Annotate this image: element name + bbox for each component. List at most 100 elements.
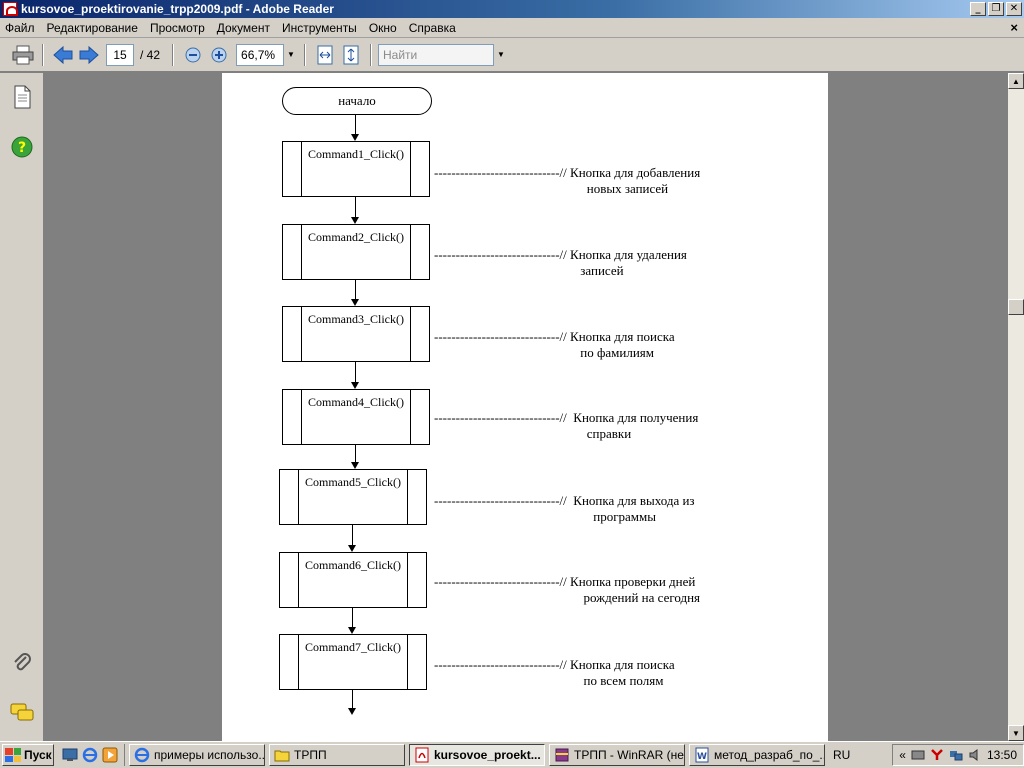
flowchart-arrowhead [348, 545, 356, 552]
media-player-icon[interactable] [102, 747, 118, 763]
pdf-icon [415, 747, 429, 763]
flowchart-arrowhead [348, 627, 356, 634]
window-title: kursovoe_proektirovanie_trpp2009.pdf - A… [21, 2, 334, 16]
flowchart-arrowhead [348, 708, 356, 715]
flowchart-node-label: Command7_Click() [298, 635, 408, 689]
svg-text:?: ? [18, 140, 26, 156]
fit-page-button[interactable] [338, 43, 364, 67]
page-number-input[interactable]: 15 [106, 43, 134, 66]
comments-icon[interactable] [10, 701, 34, 725]
flowchart-node-label: Command1_Click() [301, 142, 411, 196]
flowchart-process-node: Command3_Click() [282, 306, 430, 362]
task-label: примеры использо... [154, 748, 265, 762]
start-button[interactable]: Пуск [2, 744, 54, 766]
menu-help[interactable]: Справка [408, 20, 456, 35]
find-input[interactable]: Найти [378, 43, 495, 66]
page-total: / 42 [140, 47, 161, 62]
menu-tools[interactable]: Инструменты [281, 20, 357, 35]
flowchart-node-label: Command6_Click() [298, 553, 408, 607]
folder-icon [274, 750, 290, 762]
flowchart-comment: -----------------------------// Кнопка д… [434, 410, 699, 441]
tray-expand-icon[interactable]: « [899, 748, 906, 762]
language-indicator[interactable]: RU [833, 748, 851, 762]
pages-icon[interactable] [10, 85, 34, 109]
fit-width-button[interactable] [312, 43, 338, 67]
flowchart-comment: -----------------------------// Кнопка д… [434, 657, 675, 688]
close-document-button[interactable]: × [1010, 20, 1018, 35]
flowchart-connector [355, 280, 356, 300]
next-page-button[interactable] [76, 43, 102, 67]
menu-window[interactable]: Окно [368, 20, 397, 35]
task-button[interactable]: примеры использо... [129, 744, 265, 766]
task-button[interactable]: ТРПП - WinRAR (не... [549, 744, 685, 766]
flowchart-node-label: Command4_Click() [301, 390, 411, 444]
task-button[interactable]: ТРПП [269, 744, 405, 766]
flowchart-arrowhead [351, 134, 359, 141]
task-label: метод_разраб_по_... [714, 748, 825, 762]
winrar-icon [555, 748, 569, 762]
adobe-reader-icon [3, 2, 18, 16]
menu-bar: Файл Редактирование Просмотр Документ Ин… [0, 18, 1024, 38]
zoom-dropdown-icon[interactable]: ▼ [287, 50, 295, 59]
toolbar-separator [172, 43, 175, 66]
zoom-in-button[interactable] [206, 43, 232, 67]
task-label: kursovoe_proekt... [434, 748, 541, 762]
arrow-right-icon [79, 45, 99, 64]
menu-document[interactable]: Документ [216, 20, 270, 35]
find-dropdown-icon[interactable]: ▼ [497, 50, 505, 59]
pdf-page: начало Command1_Click()-----------------… [222, 73, 828, 741]
show-desktop-icon[interactable] [62, 747, 78, 763]
toolbar: 15 / 42 66,7% ▼ Найти ▼ [0, 38, 1024, 72]
document-area[interactable]: начало Command1_Click()-----------------… [45, 73, 1008, 741]
antivirus-icon[interactable] [930, 748, 944, 762]
menu-edit[interactable]: Редактирование [46, 20, 138, 35]
task-button[interactable]: W метод_разраб_по_... [689, 744, 825, 766]
flowchart-connector [355, 445, 356, 463]
flowchart-process-node: Command6_Click() [279, 552, 427, 608]
menu-file[interactable]: Файл [5, 20, 35, 35]
zoom-out-button[interactable] [180, 43, 206, 67]
flowchart-process-node: Command5_Click() [279, 469, 427, 525]
navigation-panel: ? [0, 73, 44, 741]
flowchart-comment: -----------------------------// Кнопка д… [434, 493, 695, 524]
flowchart-arrowhead [351, 382, 359, 389]
taskbar: Пуск примеры использо... ТРПП kursovoe_p… [0, 741, 1024, 768]
flowchart-comment: -----------------------------// Кнопка д… [434, 165, 701, 196]
zoom-input[interactable]: 66,7% [236, 43, 285, 66]
help-icon[interactable]: ? [10, 135, 34, 159]
vertical-scrollbar[interactable]: ▲ ▼ [1008, 73, 1024, 741]
svg-text:W: W [697, 752, 707, 762]
flowchart-process-node: Command7_Click() [279, 634, 427, 690]
word-icon: W [695, 747, 709, 763]
flowchart-comment: -----------------------------// Кнопка п… [434, 574, 701, 605]
scroll-down-button[interactable]: ▼ [1008, 725, 1024, 741]
minimize-button[interactable]: _ [970, 2, 986, 16]
flowchart-arrowhead [351, 462, 359, 469]
flowchart-connector [352, 690, 353, 709]
print-button[interactable] [10, 43, 36, 67]
close-button[interactable]: ✕ [1006, 2, 1022, 16]
flowchart-process-node: Command2_Click() [282, 224, 430, 280]
internet-explorer-icon[interactable] [82, 747, 98, 763]
toolbar-separator [370, 43, 373, 66]
volume-icon[interactable] [968, 748, 982, 762]
restore-button[interactable]: ❐ [988, 2, 1004, 16]
flowchart-arrowhead [351, 217, 359, 224]
network-icon[interactable] [949, 748, 963, 762]
flowchart-node-label: Command2_Click() [301, 225, 411, 279]
zoom-in-icon [211, 47, 227, 62]
start-label: Пуск [24, 748, 52, 762]
printer-icon [12, 45, 34, 64]
arrow-left-icon [53, 45, 73, 64]
menu-view[interactable]: Просмотр [149, 20, 205, 35]
scroll-thumb[interactable] [1008, 299, 1024, 315]
quick-launch [62, 744, 125, 766]
previous-page-button[interactable] [50, 43, 76, 67]
keyboard-icon[interactable] [911, 748, 925, 762]
task-label: ТРПП [294, 748, 327, 762]
flowchart-connector [352, 525, 353, 546]
scroll-up-button[interactable]: ▲ [1008, 73, 1024, 89]
attachments-icon[interactable] [10, 651, 34, 675]
zoom-out-icon [185, 47, 201, 62]
task-button-active[interactable]: kursovoe_proekt... [409, 744, 545, 766]
